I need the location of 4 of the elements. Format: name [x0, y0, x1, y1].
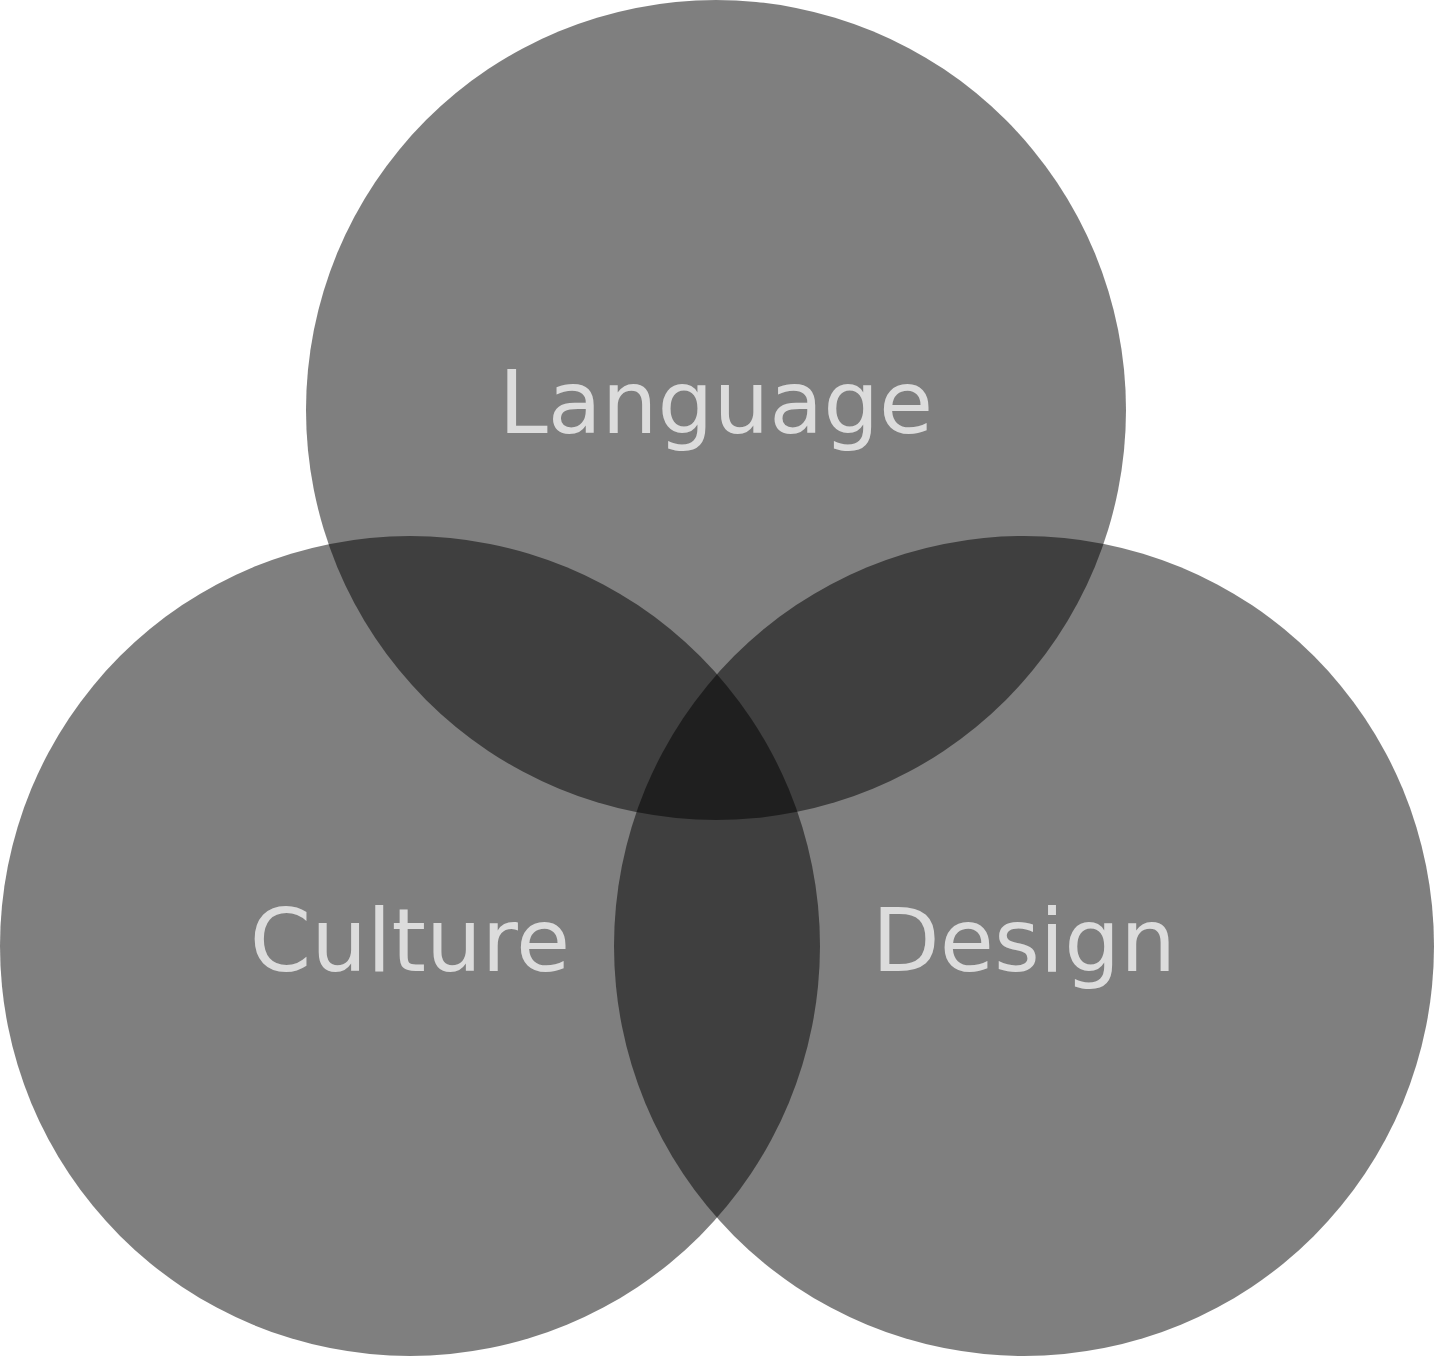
circle-label: Culture [249, 888, 571, 992]
circle-label: Language [498, 350, 934, 454]
circle-label: Design [872, 888, 1176, 992]
venn-circle [614, 536, 1434, 1356]
